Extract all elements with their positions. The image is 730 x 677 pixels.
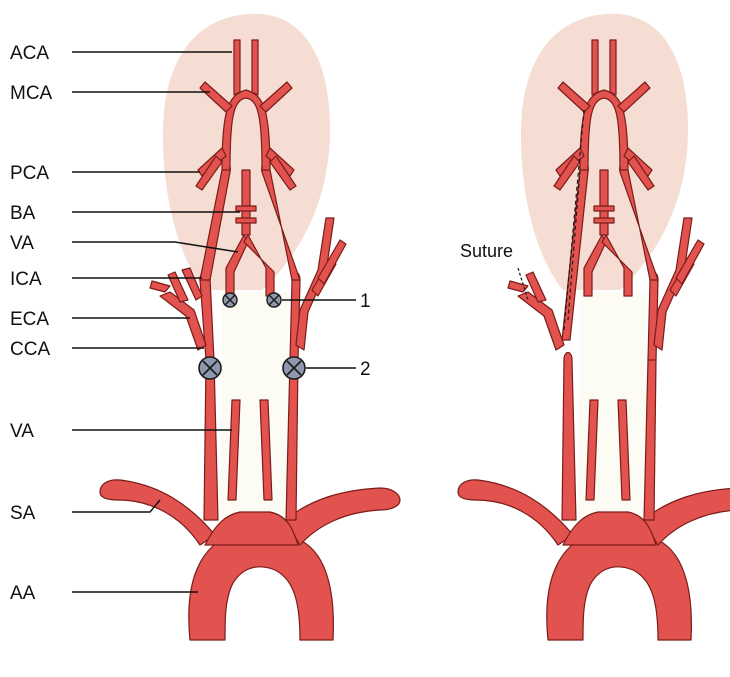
label-ba: BA — [10, 203, 36, 224]
ligation-site-2-right — [283, 357, 305, 379]
ligation-site-1-left — [223, 293, 237, 307]
right-subclavian — [285, 488, 400, 545]
ligation-site-1-right — [267, 293, 281, 307]
label-va-lower: VA — [10, 421, 34, 442]
label-ica: ICA — [10, 269, 42, 290]
left-panel: ACA MCA PCA BA VA ICA ECA CCA VA SA AA 1… — [10, 14, 400, 640]
label-aca: ACA — [10, 43, 49, 64]
label-cca: CCA — [10, 339, 50, 360]
label-aa: AA — [10, 583, 36, 604]
label-va-upper: VA — [10, 233, 34, 254]
right-panel: Suture — [458, 14, 730, 640]
label-mca: MCA — [10, 83, 53, 104]
brain-region-right — [521, 14, 688, 290]
label-eca: ECA — [10, 309, 49, 330]
marker-1: 1 — [360, 291, 371, 312]
label-pca: PCA — [10, 163, 49, 184]
brain-region — [163, 14, 330, 290]
marker-2: 2 — [360, 359, 371, 380]
ligation-site-2-left — [199, 357, 221, 379]
label-sa: SA — [10, 503, 36, 524]
label-suture: Suture — [460, 241, 513, 261]
